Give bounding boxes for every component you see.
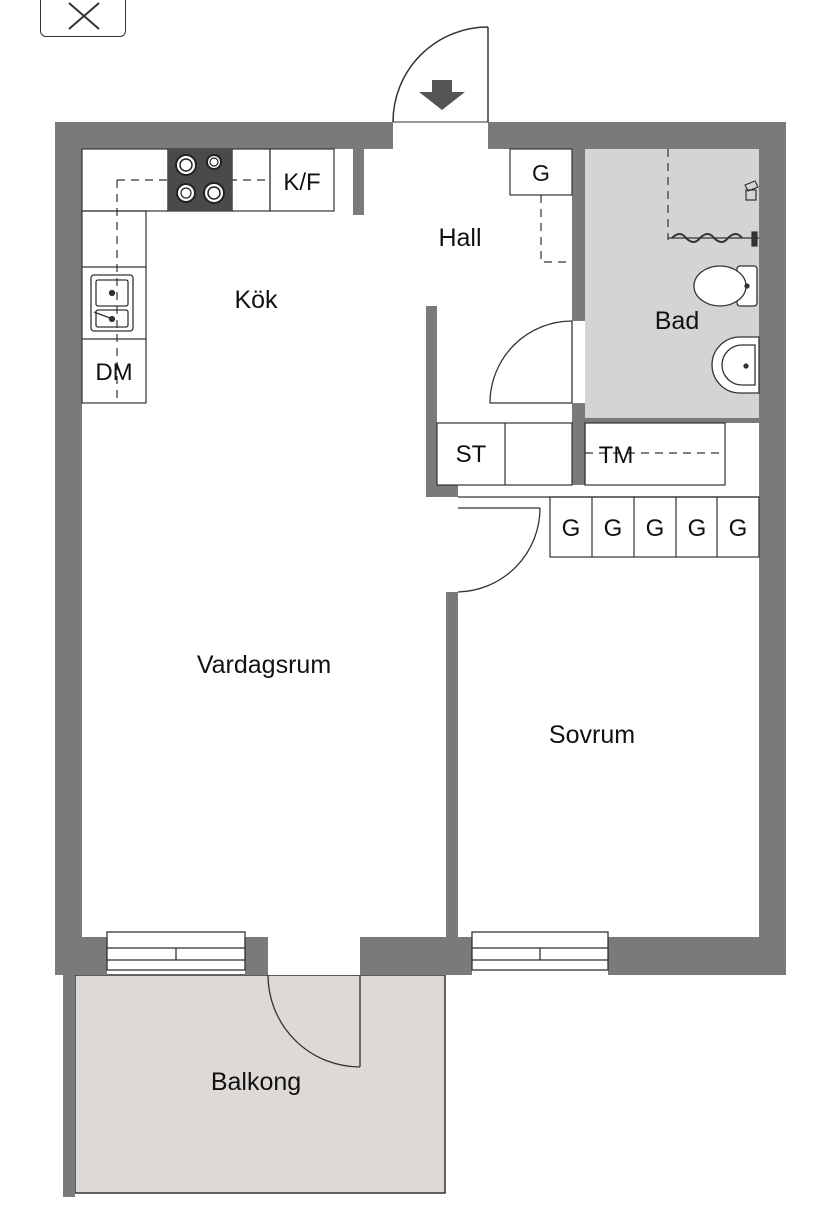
hall-wardrobe: [509, 148, 573, 263]
washbasin-icon: [711, 336, 760, 394]
fixture-label-washing-machine: TM: [599, 442, 634, 469]
shower: [667, 149, 759, 247]
fixture-label-fridge-freezer: K/F: [283, 169, 320, 196]
entrance-arrow-icon: [419, 80, 465, 110]
close-button[interactable]: [40, 0, 126, 37]
fixture-label-storage: ST: [456, 441, 487, 468]
room-label-living-room: Vardagsrum: [197, 651, 331, 679]
entrance-door: [392, 26, 489, 149]
toilet-icon: [693, 265, 758, 307]
wall-outlines: [436, 422, 760, 558]
fixture-label-bedroom-wardrobe: G: [688, 515, 707, 542]
fixture-label-hall-wardrobe: G: [532, 160, 550, 186]
outer-walls: [55, 122, 786, 1197]
room-label-balcony: Balkong: [211, 1068, 301, 1096]
window-bedroom: [471, 931, 609, 971]
room-label-hall: Hall: [438, 224, 481, 252]
fixture-label-bedroom-wardrobe: G: [562, 515, 581, 542]
fixture-label-bedroom-wardrobe: G: [729, 515, 748, 542]
room-label-bathroom: Bad: [655, 307, 699, 335]
sink-icon: [90, 274, 134, 332]
balcony-door: [267, 937, 361, 1068]
bedroom-door: [457, 507, 541, 593]
balcony-floor: [74, 974, 446, 1194]
fixture-label-bedroom-wardrobe: G: [604, 515, 623, 542]
close-icon: [68, 2, 100, 30]
bedroom-wardrobe: [591, 497, 718, 557]
room-label-kitchen: Kök: [234, 286, 278, 314]
interior-walls: [353, 149, 759, 937]
fixture-label-dishwasher: DM: [95, 359, 132, 386]
bathroom-door: [489, 320, 585, 404]
fixture-label-bedroom-wardrobe: G: [646, 515, 665, 542]
shower-head-icon: [744, 180, 759, 201]
window-living-room: [106, 931, 246, 971]
stove-icon: [168, 149, 232, 211]
room-label-bedroom: Sovrum: [549, 721, 635, 749]
